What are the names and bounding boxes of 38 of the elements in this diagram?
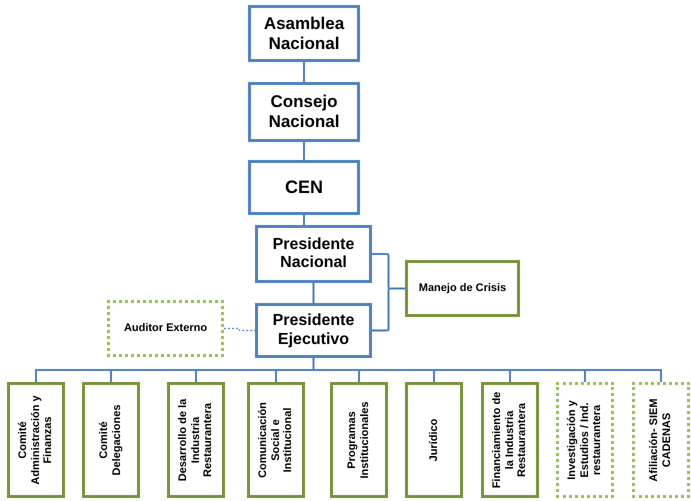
connector-line [303,142,305,160]
node-label: Consejo Nacional [268,92,340,132]
department-box [82,382,140,498]
department-label: Comité Administración y Finanzas [17,394,55,487]
department-box [556,382,614,498]
connector-line [303,62,305,82]
department-label: Comunicación Social e Institucional [257,401,295,480]
org-box [107,300,224,357]
department-label: Comité Delegaciones [98,404,124,478]
org-box [255,225,372,283]
node-label: Auditor Externo [122,322,208,335]
department-box [247,382,305,498]
department-box [632,382,690,498]
org-box [255,303,372,358]
department-label: Afiliación- SIEM CADENAS [648,397,674,484]
department-box [405,382,463,498]
node-label: Presidente Ejecutivo [272,312,356,349]
node-label: Asamblea Nacional [262,14,346,54]
connector-line [303,215,305,225]
department-box [330,382,388,498]
node-label: Presidente Nacional [272,236,356,272]
org-box [248,5,360,62]
node-label: CEN [284,177,324,198]
department-label: Desarrollo de la Industria Restaurantera [177,398,215,484]
connector-line [312,358,662,382]
department-box [167,382,225,498]
department-label: Investigación y Estudios / Ind. restaurantera [566,399,604,482]
department-box [7,382,65,498]
dotted-connector [224,328,255,332]
department-label: Programas Institucionales [346,400,372,481]
department-label: Jurídico [428,418,440,462]
department-box [481,382,539,498]
connector-line [312,283,314,303]
org-box [405,260,520,317]
department-label: Financiamiento de la Industria Restaurantera [491,390,529,490]
org-box [248,160,360,215]
org-box [248,82,360,142]
node-label: Manejo de Crisis [418,282,508,295]
